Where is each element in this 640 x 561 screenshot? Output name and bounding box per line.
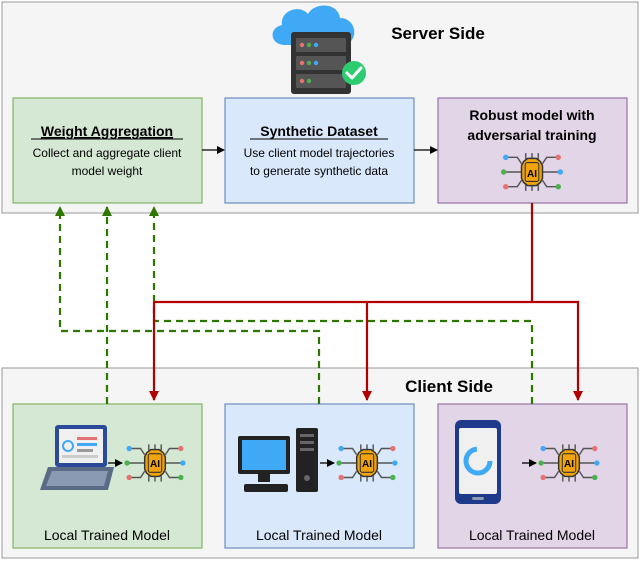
robust-ai-chip-text: AI	[527, 169, 537, 180]
weight-aggregation-title: Weight Aggregation	[41, 123, 173, 139]
client-side-title: Client Side	[405, 377, 493, 396]
robust-model-box: Robust model with adversarial training A…	[437, 97, 628, 204]
weight-aggregation-desc-1: Collect and aggregate client	[33, 146, 182, 160]
distribution-arrow-client-3	[532, 300, 583, 401]
upload-arrow-client-2	[55, 206, 321, 404]
model-distribution-arrows	[149, 203, 583, 401]
client-2-chip-text: AI	[362, 459, 372, 470]
upload-arrow-client-3	[149, 206, 534, 404]
cloud-server-icon	[272, 5, 366, 94]
client-3-chip-text: AI	[564, 459, 574, 470]
desktop-computer-icon	[238, 428, 318, 492]
synthetic-dataset-desc-1: Use client model trajectories	[244, 146, 395, 160]
client-1-chip-text: AI	[150, 459, 160, 470]
weight-aggregation-desc-2: model weight	[72, 164, 143, 178]
client-box-1: AI Local Trained Model	[12, 403, 203, 549]
server-side-title: Server Side	[391, 24, 485, 43]
smartphone-icon	[455, 420, 501, 504]
client-2-label: Local Trained Model	[256, 527, 382, 543]
synthetic-dataset-title: Synthetic Dataset	[260, 123, 378, 139]
client-3-label: Local Trained Model	[469, 527, 595, 543]
synthetic-dataset-desc-2: to generate synthetic data	[250, 164, 388, 178]
laptop-icon	[40, 425, 114, 490]
synthetic-dataset-box: Synthetic Dataset Use client model traje…	[224, 97, 415, 204]
robust-model-title-1: Robust model with	[469, 107, 594, 123]
distribution-trunk	[154, 203, 534, 304]
robust-model-title-2: adversarial training	[467, 127, 596, 143]
client-1-label: Local Trained Model	[44, 527, 170, 543]
client-upload-arrows	[55, 206, 534, 404]
client-box-2: AI Local Trained Model	[224, 403, 415, 549]
client-box-3: AI Local Trained Model	[437, 403, 628, 549]
weight-aggregation-box: Weight Aggregation Collect and aggregate…	[12, 97, 203, 204]
